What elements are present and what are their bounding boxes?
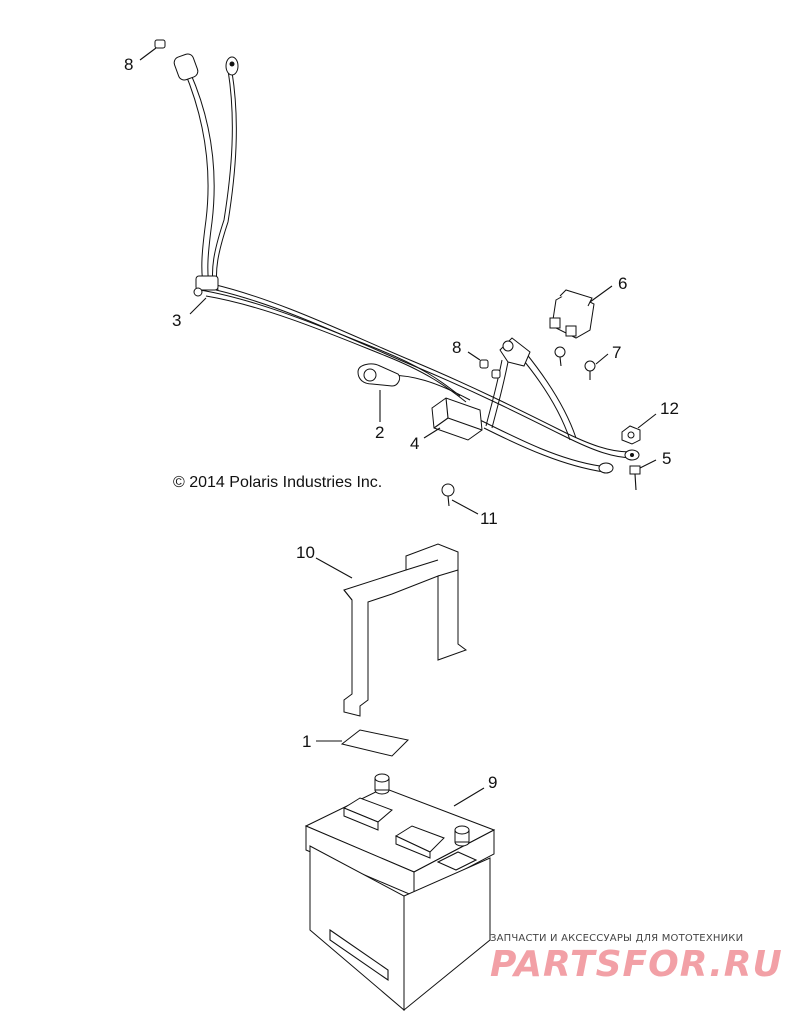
battery-9	[304, 773, 496, 1012]
bolt-5	[629, 465, 641, 491]
leader-lines	[139, 47, 657, 807]
screw-11	[441, 483, 455, 507]
terminal-boot	[499, 337, 531, 367]
pad-1	[340, 729, 410, 757]
callout-8-top: 8	[124, 55, 133, 74]
callout-7: 7	[612, 343, 621, 362]
battery-bracket-10	[343, 543, 468, 717]
callout-12: 12	[660, 399, 679, 418]
callout-10: 10	[296, 543, 315, 562]
watermark-tagline: ЗАПЧАСТИ И АКСЕССУАРЫ ДЛЯ МОТОТЕХНИКИ	[490, 933, 743, 944]
watermark-brand: PARTSFOR.RU	[490, 944, 783, 985]
wiring-harness	[173, 53, 640, 474]
callout-labels: 8 3 6 8 7 2 4 12 5 11 10 1 9	[124, 55, 679, 792]
nut-8-top	[154, 39, 166, 49]
callout-6: 6	[618, 274, 627, 293]
callout-11: 11	[480, 509, 498, 528]
callout-5: 5	[662, 449, 671, 468]
callout-1: 1	[302, 732, 311, 751]
callout-9: 9	[488, 773, 497, 792]
screw-7	[554, 346, 596, 380]
fuse-holder-4	[431, 397, 483, 441]
relay-6	[549, 289, 595, 339]
watermark: ЗАПЧАСТИ И АКСЕССУАРЫ ДЛЯ МОТОТЕХНИКИ PA…	[490, 933, 783, 985]
callout-3: 3	[172, 311, 181, 330]
copyright-notice: © 2014 Polaris Industries Inc.	[173, 474, 382, 491]
callout-2: 2	[375, 423, 384, 442]
callout-4: 4	[410, 434, 419, 453]
terminal-clamp-2	[357, 363, 401, 387]
callout-8-middle: 8	[452, 338, 461, 357]
nut-12	[621, 425, 641, 445]
nut-8-middle	[479, 359, 501, 379]
